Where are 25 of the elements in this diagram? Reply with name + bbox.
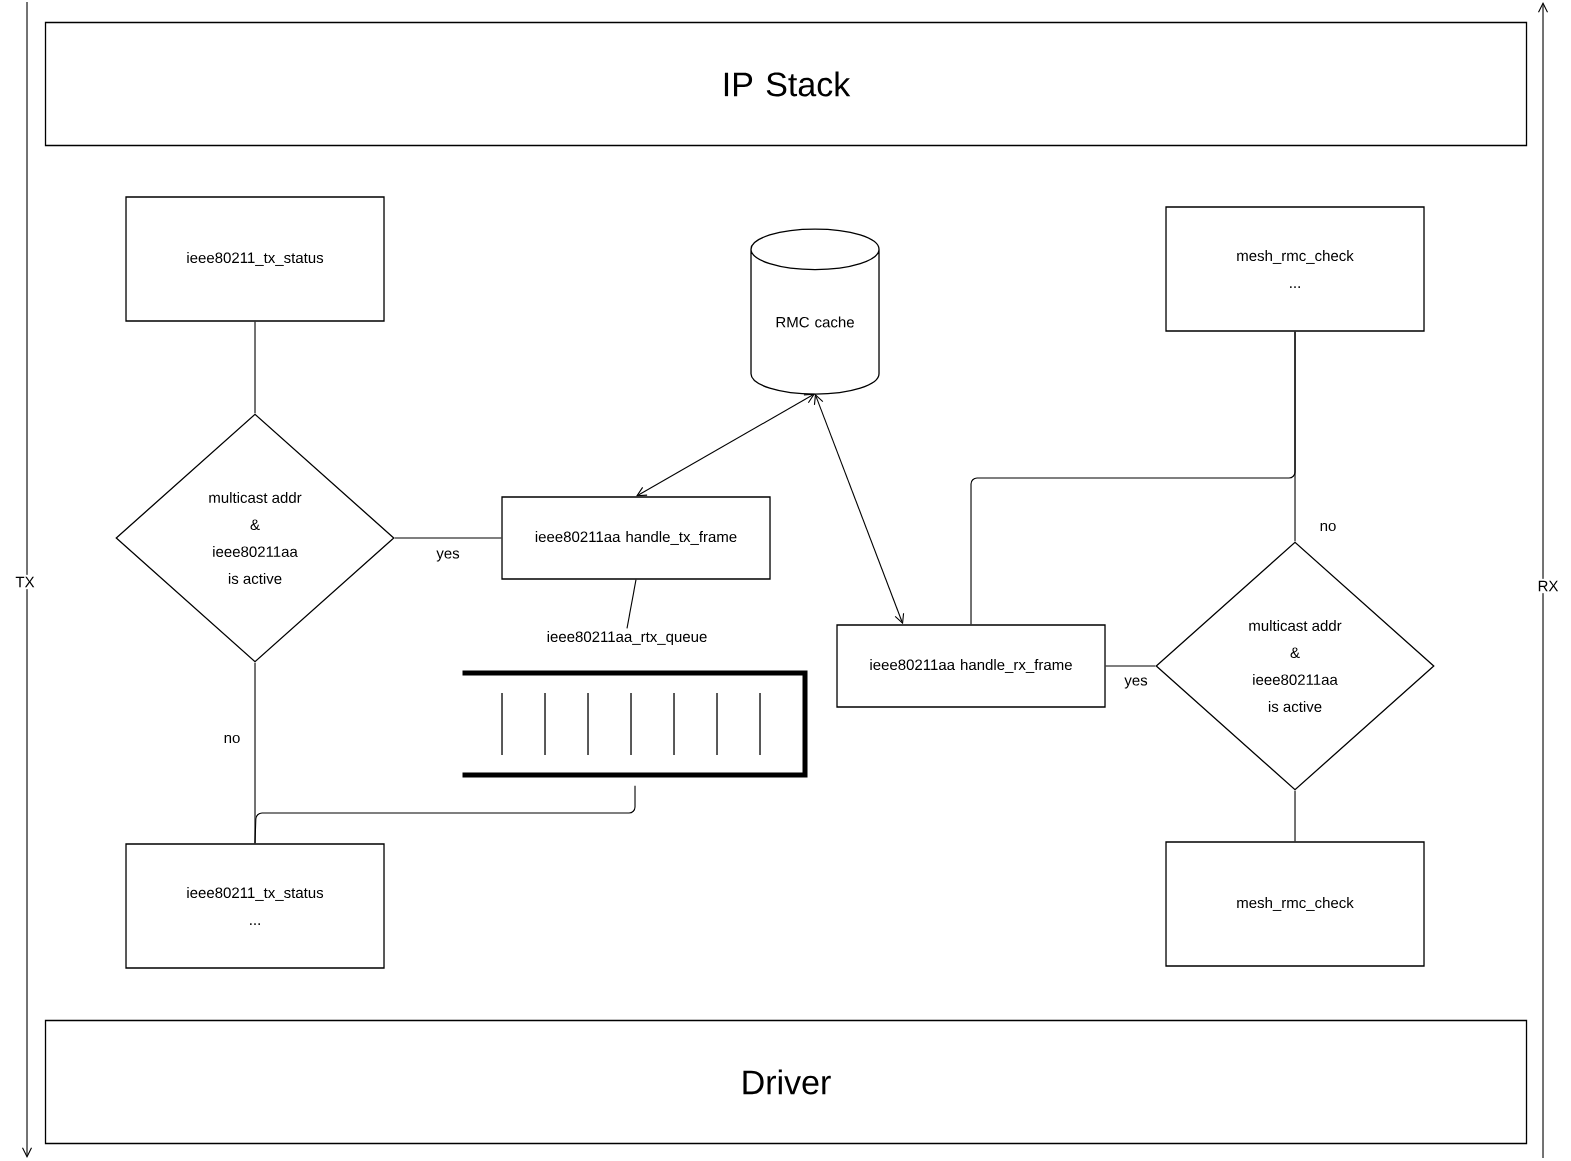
database-cylinder: RMC cache xyxy=(750,228,880,395)
direction-label: TX xyxy=(13,574,37,590)
connector xyxy=(1294,790,1296,842)
connector xyxy=(813,393,905,625)
process-box: ieee80211_tx_status ... xyxy=(125,843,385,969)
connector xyxy=(970,331,1296,625)
layer-box: IP Stack xyxy=(44,21,1528,147)
queue-drawing: ieee80211aa_rtx_queue xyxy=(462,631,808,778)
layer-box: Driver xyxy=(44,1019,1528,1145)
process-box: mesh_rmc_check ... xyxy=(1165,206,1425,332)
process-box: ieee80211aa handle_tx_frame xyxy=(501,496,771,580)
connector xyxy=(254,321,256,414)
edge-label: yes xyxy=(436,550,460,562)
connector xyxy=(1105,665,1156,667)
process-box: ieee80211aa handle_rx_frame xyxy=(836,624,1106,708)
connector xyxy=(394,537,502,539)
connector xyxy=(636,393,815,497)
direction-label: RX xyxy=(1535,578,1561,594)
connector xyxy=(626,579,637,629)
edge-label: no xyxy=(224,734,240,744)
process-box: mesh_rmc_check xyxy=(1165,841,1425,967)
edge-label: yes xyxy=(1124,677,1148,689)
edge-label: no xyxy=(1320,522,1336,532)
process-box: ieee80211_tx_status xyxy=(125,196,385,322)
connector xyxy=(254,785,636,844)
